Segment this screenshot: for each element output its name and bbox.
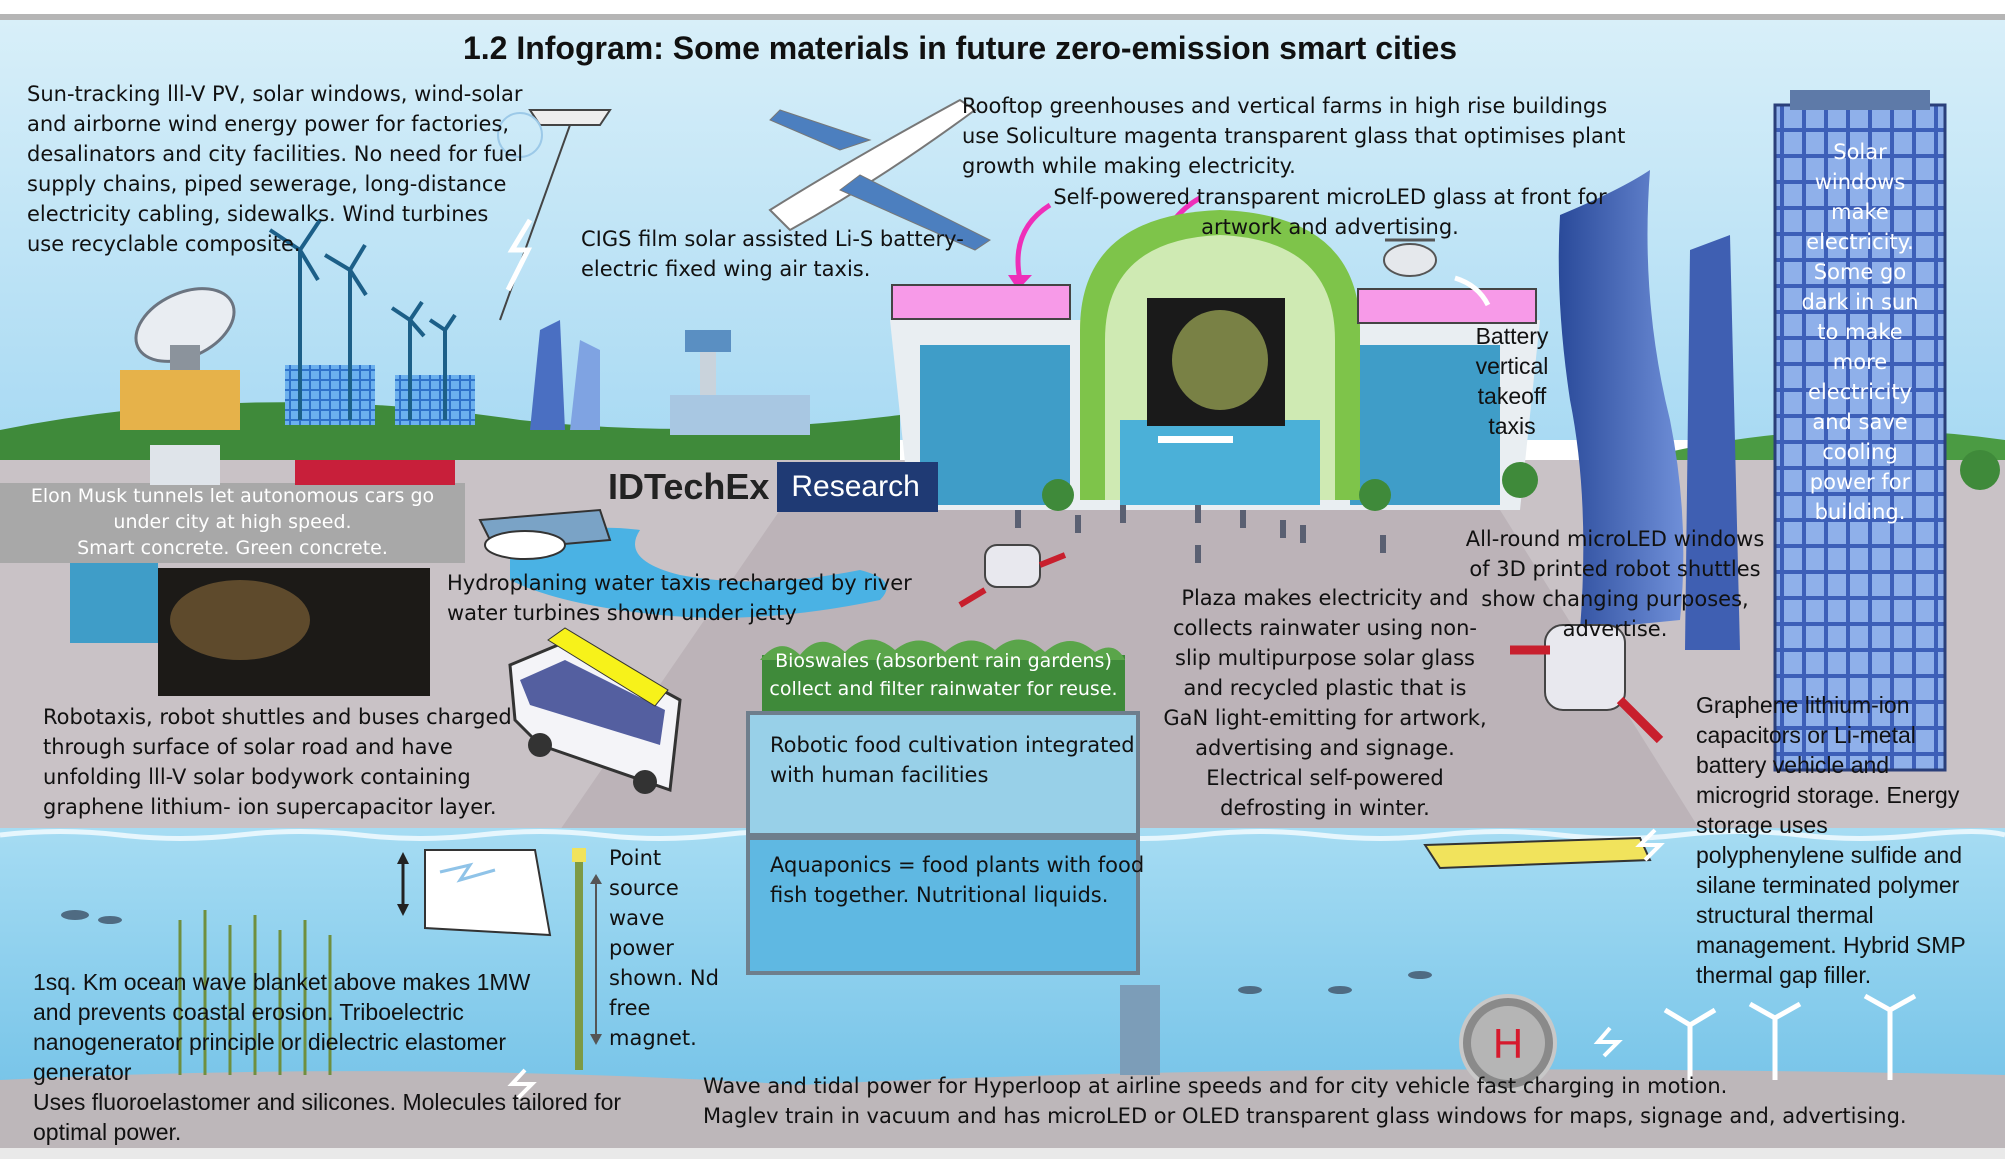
brand-name: IDTechEx (608, 466, 770, 507)
aquaponics-tank (746, 836, 1140, 975)
air-taxi-callout: CIGS film solar assisted Li-S battery- e… (581, 227, 964, 281)
red-arrow (958, 587, 987, 608)
greenhouse-callout: Rooftop greenhouses and vertical farms i… (962, 94, 1626, 178)
robotic-food-unit (746, 711, 1140, 837)
tree (1359, 479, 1391, 511)
storage-callout: Graphene lithium-ion capacitors or Li-me… (1696, 692, 1966, 988)
solar-air-taxi (768, 98, 991, 251)
tidal-generator (1423, 836, 1652, 870)
tree (1502, 462, 1538, 498)
pedestrians (1015, 505, 1386, 563)
microled-artwork (1172, 310, 1268, 410)
tank-pipe (1120, 985, 1160, 1075)
distant-skyscraper (1685, 235, 1740, 650)
hyperloop-callout: Wave and tidal power for Hyperloop at ai… (703, 1074, 1907, 1128)
white-arrow (1454, 275, 1491, 307)
energy-callout: Sun-tracking lll-V PV, solar windows, wi… (27, 82, 524, 256)
airport-terminal (670, 330, 810, 435)
wave-buoy-float (572, 848, 586, 862)
bioswale-shrubs (760, 639, 1125, 660)
lightning-icon (439, 862, 496, 883)
microled-glass-callout: Self-powered transparent microLED glass … (1053, 185, 1607, 239)
vtol-callout: Battery vertical takeoff taxis (1475, 323, 1549, 439)
wind-turbines (268, 218, 457, 420)
arrowhead (590, 874, 602, 884)
food-callout: Robotic food cultivation integrated with… (770, 733, 1135, 787)
frame-top-bar (0, 14, 2005, 20)
water-taxi-callout: Hydroplaning water taxis recharged by ri… (447, 571, 912, 625)
red-arrow (1038, 552, 1067, 568)
shuttles-callout: All-round microLED windows of 3D printed… (1465, 527, 1765, 641)
fish (61, 910, 1432, 994)
bioswales-callout: Bioswales (absorbent rain gardens) colle… (769, 650, 1118, 700)
solar-panel (395, 375, 475, 425)
robot-shuttle (1544, 624, 1626, 711)
lightning-icon (1593, 1026, 1623, 1058)
red-arrow (1616, 696, 1664, 744)
tower-crown (1790, 90, 1930, 110)
wave-blanket (424, 849, 552, 937)
arrowhead (397, 852, 409, 864)
idtechex-logo: IDTechEx Research (608, 462, 938, 512)
twisted-skyscraper (1558, 170, 1684, 630)
lightning-icon (507, 1068, 537, 1100)
wave-blanket-callout: 1sq. Km ocean wave blanket above makes 1… (33, 969, 622, 1145)
water-taxi (484, 530, 566, 560)
brand-suffix: Research (777, 462, 938, 512)
solar-window-tower (1773, 103, 1947, 772)
magenta-arrow (1015, 202, 1052, 281)
distant-skyscraper (530, 320, 565, 430)
robotaxis-callout: Robotaxis, robot shuttles and buses char… (43, 705, 512, 819)
building-left (70, 563, 158, 643)
magenta-greenhouse-glass (891, 284, 1071, 320)
factory (120, 370, 240, 430)
building (150, 445, 220, 485)
infographic-title: 1.2 Infogram: Some materials in future z… (462, 30, 1458, 66)
frame-bottom (0, 1148, 2005, 1159)
mall-sign (1158, 436, 1233, 443)
bioswale-caption-box (762, 655, 1125, 713)
wave-buoy-rod (575, 855, 583, 1070)
building-red (295, 460, 455, 485)
robot-bus (508, 627, 682, 794)
tunnel-caption-box (0, 483, 465, 563)
magenta-greenhouse-glass (1357, 288, 1537, 324)
tunnel-photo-light (170, 580, 310, 660)
vtol-drone-icon (1383, 238, 1437, 277)
tree (1042, 479, 1074, 511)
river (510, 527, 887, 618)
arrowhead (397, 904, 409, 916)
hyperloop-badge-inner (1471, 1006, 1545, 1080)
tree (1960, 450, 2000, 490)
arrowhead (590, 1034, 602, 1045)
robot-shuttle (984, 544, 1041, 588)
hyperloop-badge-letter: H (1493, 1020, 1523, 1067)
tunnels-callout: Elon Musk tunnels let autonomous cars go… (30, 485, 435, 559)
distant-skyscraper (570, 340, 600, 430)
solar-windows-callout: Solar windows make electricity. Some go … (1801, 140, 1919, 524)
point-source-callout: Point source wave power shown. Nd free m… (609, 846, 719, 1050)
magenta-arrowhead (1008, 275, 1032, 290)
plaza-callout: Plaza makes electricity and collects rai… (1163, 586, 1487, 820)
offshore-wind-turbines (1663, 993, 1917, 1080)
lightning-icon (1635, 828, 1665, 862)
seaweed (178, 910, 332, 1075)
aquaponics-callout: Aquaponics = food plants with food fish … (770, 853, 1145, 907)
lightning-icon (505, 218, 533, 292)
